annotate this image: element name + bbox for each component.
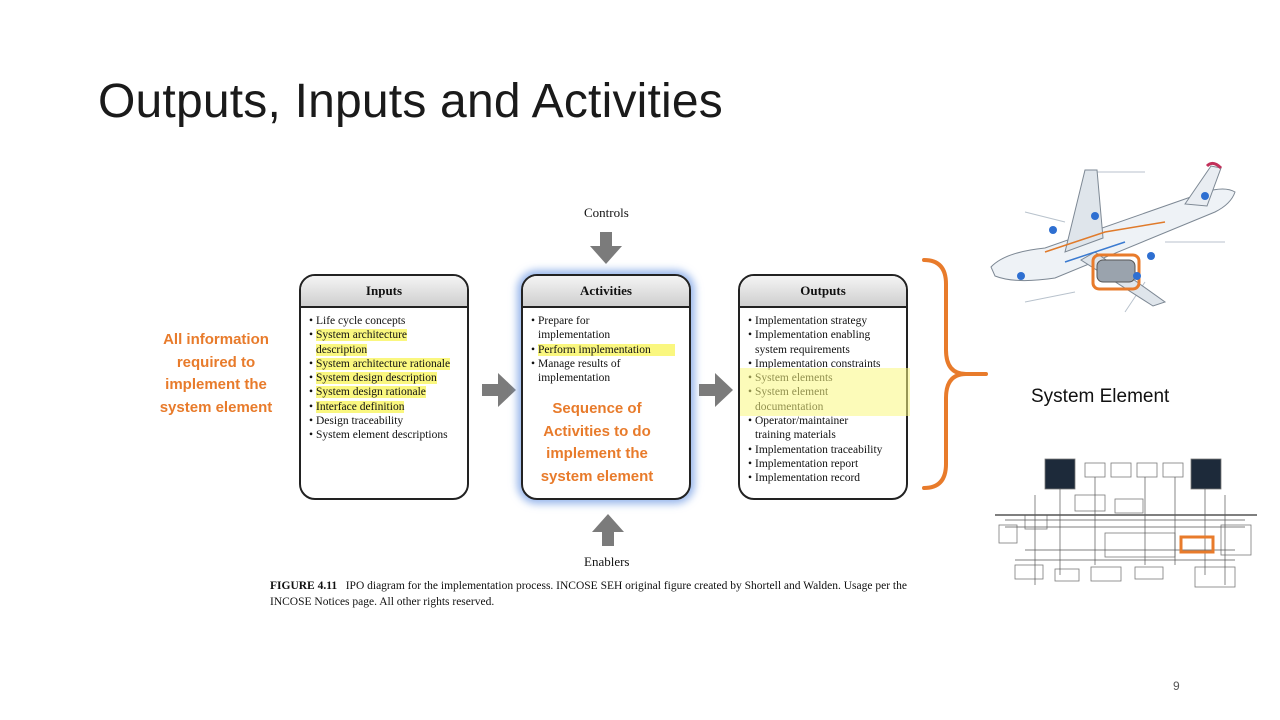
schematic-image [995, 455, 1257, 598]
list-item: Operator/maintainer training materials [748, 414, 875, 443]
output-arrow-icon [699, 373, 733, 407]
activities-note: Sequence of Activities to do implement t… [540, 400, 654, 485]
enablers-label: Enablers [584, 554, 630, 569]
inputs-header: Inputs [301, 276, 467, 308]
list-item: Implementation record [748, 471, 906, 486]
enablers-arrow-icon [592, 514, 624, 546]
list-item: Implementation constraints [748, 357, 906, 372]
list-item: System element documentation [748, 385, 855, 414]
inputs-box: Inputs Life cycle concepts System archit… [299, 274, 469, 500]
inputs-list: Life cycle concepts System architecture … [301, 308, 467, 443]
curly-brace-icon [922, 258, 988, 490]
list-item: System element descriptions [309, 428, 467, 443]
list-item: Prepare for implementation [531, 314, 648, 343]
input-arrow-icon [482, 373, 516, 407]
list-item: System design description [309, 371, 467, 386]
airplane-image [990, 161, 1236, 313]
list-item: System architecture description [309, 328, 454, 357]
slide-title: Outputs, Inputs and Activities [98, 75, 724, 128]
list-item: Implementation enabling system requireme… [748, 328, 895, 357]
controls-arrow-icon [590, 232, 622, 264]
caption-label: FIGURE 4.11 [270, 580, 338, 592]
controls-label: Controls [584, 205, 629, 220]
activities-list: Prepare for implementation Perform imple… [523, 308, 689, 385]
list-item: Interface definition [309, 400, 467, 414]
page-number: 9 [1173, 679, 1180, 693]
system-element-label: System Element [1031, 386, 1170, 407]
list-item: Manage results of implementation [531, 357, 648, 386]
figure-caption: FIGURE 4.11 IPO diagram for the implemen… [270, 578, 950, 610]
outputs-header: Outputs [740, 276, 906, 308]
list-item: Implementation strategy [748, 314, 906, 329]
list-item: Life cycle concepts [309, 314, 467, 329]
outputs-list: Implementation strategy Implementation e… [740, 308, 906, 486]
list-item: Design traceability [309, 414, 467, 429]
inputs-note: All information required to implement th… [159, 331, 273, 416]
list-item: Implementation traceability [748, 443, 906, 458]
list-item: Perform implementation [531, 343, 689, 357]
list-item: System elements [748, 371, 906, 386]
activities-header: Activities [523, 276, 689, 308]
list-item: System design rationale [309, 385, 467, 400]
caption-text: IPO diagram for the implementation proce… [270, 580, 907, 608]
outputs-box: Outputs Implementation strategy Implemen… [738, 274, 908, 500]
list-item: Implementation report [748, 457, 906, 472]
list-item: System architecture rationale [309, 357, 454, 371]
activities-box: Activities Prepare for implementation Pe… [521, 274, 691, 500]
